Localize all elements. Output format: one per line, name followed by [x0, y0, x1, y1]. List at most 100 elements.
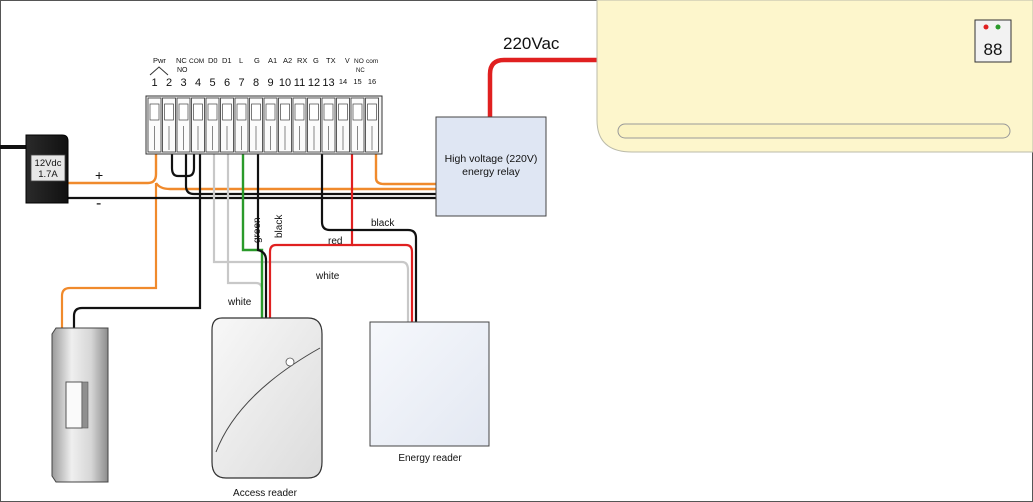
wire-black-term3 — [184, 153, 436, 196]
terminal-label-g2: G — [313, 56, 319, 65]
terminal-screw-icon — [309, 103, 319, 121]
energy-reader-box — [369, 321, 490, 447]
terminal-number-6: 6 — [224, 77, 230, 89]
terminal-3 — [176, 97, 191, 153]
terminal-label-a2: A2 — [283, 56, 292, 65]
wire-label-red: red — [328, 236, 342, 247]
terminal-label-no2: NO — [354, 58, 364, 65]
wire-label-black-vertical: black — [274, 214, 285, 238]
wire-label-black-horizontal: black — [371, 218, 395, 229]
energy-relay-line2: energy relay — [462, 166, 521, 178]
power-supply-voltage: 12Vdc — [35, 158, 62, 169]
terminal-8 — [249, 97, 263, 153]
access-reader: Access reader — [211, 317, 323, 499]
wire-label-green: green — [252, 217, 263, 243]
terminal-screw-icon — [178, 103, 189, 121]
wire-black-term2 — [170, 153, 196, 178]
terminal-number-9: 9 — [267, 77, 273, 89]
terminal-16 — [365, 97, 379, 153]
terminal-screw-icon — [294, 103, 305, 121]
air-conditioner-display-panel — [974, 19, 1012, 63]
terminal-11 — [292, 97, 307, 153]
terminal-screw-icon — [222, 103, 232, 121]
terminal-15 — [350, 97, 365, 153]
ac-red-led-icon — [983, 24, 989, 30]
wire-orange-psu-plus — [68, 153, 158, 185]
terminal-screw-icon — [338, 103, 348, 121]
power-supply: 12Vdc 1.7A + - — [0, 134, 103, 212]
terminal-screw-icon — [164, 103, 174, 121]
terminal-screw-icon — [352, 103, 363, 121]
terminal-label-rx: RX — [297, 56, 307, 65]
terminal-label-nc2: NC — [356, 68, 365, 74]
terminal-screw-icon — [265, 103, 276, 121]
air-conditioner-vent — [617, 123, 1011, 139]
terminal-label-l: L — [239, 56, 243, 65]
wire-black-to-strike — [72, 153, 202, 330]
wire-black-energy-reader — [320, 153, 418, 322]
energy-relay: High voltage (220V) energy relay — [435, 116, 547, 217]
energy-relay-box — [435, 116, 547, 217]
wires — [60, 57, 598, 330]
terminal-number-3: 3 — [180, 77, 186, 89]
terminal-1 — [147, 97, 162, 153]
terminal-4 — [191, 97, 205, 153]
electric-door-strike — [51, 327, 109, 483]
wire-orange-relay-right — [374, 153, 436, 186]
wire-label-white-upper: white — [315, 271, 340, 282]
terminal-number-11: 11 — [294, 77, 305, 89]
terminal-number-8: 8 — [253, 77, 259, 89]
terminal-label-nc: NC — [176, 56, 187, 65]
access-reader-label: Access reader — [233, 488, 298, 499]
mains-voltage-label: 220Vac — [503, 34, 560, 53]
energy-reader-label: Energy reader — [398, 453, 462, 464]
terminal-13 — [321, 97, 336, 153]
wire-red-energy-reader — [352, 243, 414, 322]
energy-reader: Energy reader — [369, 321, 490, 464]
terminal-label-g1: G — [254, 56, 260, 65]
terminal-2 — [162, 97, 176, 153]
wire-white-upper — [212, 153, 410, 322]
terminal-12 — [307, 97, 321, 153]
terminal-number-12: 12 — [308, 77, 320, 89]
terminal-10 — [278, 97, 292, 153]
terminal-label-d1: D1 — [222, 56, 232, 65]
terminal-label-d0: D0 — [208, 56, 218, 65]
air-conditioner-display: 88 — [984, 40, 1003, 59]
wire-black-access-reader — [256, 153, 268, 318]
access-reader-led-icon — [285, 357, 295, 367]
wire-mains-220vac — [487, 57, 598, 117]
terminal-number-10: 10 — [279, 77, 291, 89]
terminal-label-tx: TX — [326, 56, 336, 65]
terminal-5 — [205, 97, 220, 153]
terminal-screw-icon — [149, 103, 160, 121]
terminal-number-14: 14 — [339, 77, 347, 86]
terminal-number-1: 1 — [151, 77, 157, 89]
terminal-screw-icon — [367, 103, 377, 121]
access-reader-body — [211, 317, 323, 479]
terminal-label-pwr: Pwr — [153, 56, 166, 65]
terminal-screw-icon — [207, 103, 218, 121]
terminal-number-15: 15 — [353, 77, 361, 86]
terminal-label-a1: A1 — [268, 56, 277, 65]
terminal-number-2: 2 — [166, 77, 172, 89]
terminal-6 — [220, 97, 234, 153]
energy-relay-line1: High voltage (220V) — [445, 153, 538, 165]
terminal-number-5: 5 — [209, 77, 215, 89]
wire-red-access-reader — [268, 153, 354, 318]
door-strike-latch-shadow — [81, 381, 89, 429]
terminal-labels: Pwr NC NO COM D0 D1 L G A1 A2 RX G TX V … — [149, 56, 378, 76]
wire-green — [241, 153, 264, 318]
terminal-pwr-bracket — [149, 66, 169, 76]
terminal-screw-icon — [236, 103, 247, 121]
terminal-label-com2: com — [366, 58, 378, 65]
wire-label-white-lower: white — [227, 297, 252, 308]
terminal-number-16: 16 — [368, 77, 376, 86]
power-supply-current: 1.7A — [38, 169, 58, 180]
power-supply-plug — [0, 145, 28, 149]
terminal-screw-icon — [251, 103, 261, 121]
wire-orange-to-strike — [60, 183, 158, 330]
terminal-screw-icon — [280, 103, 290, 121]
terminal-screw-icon — [193, 103, 203, 121]
